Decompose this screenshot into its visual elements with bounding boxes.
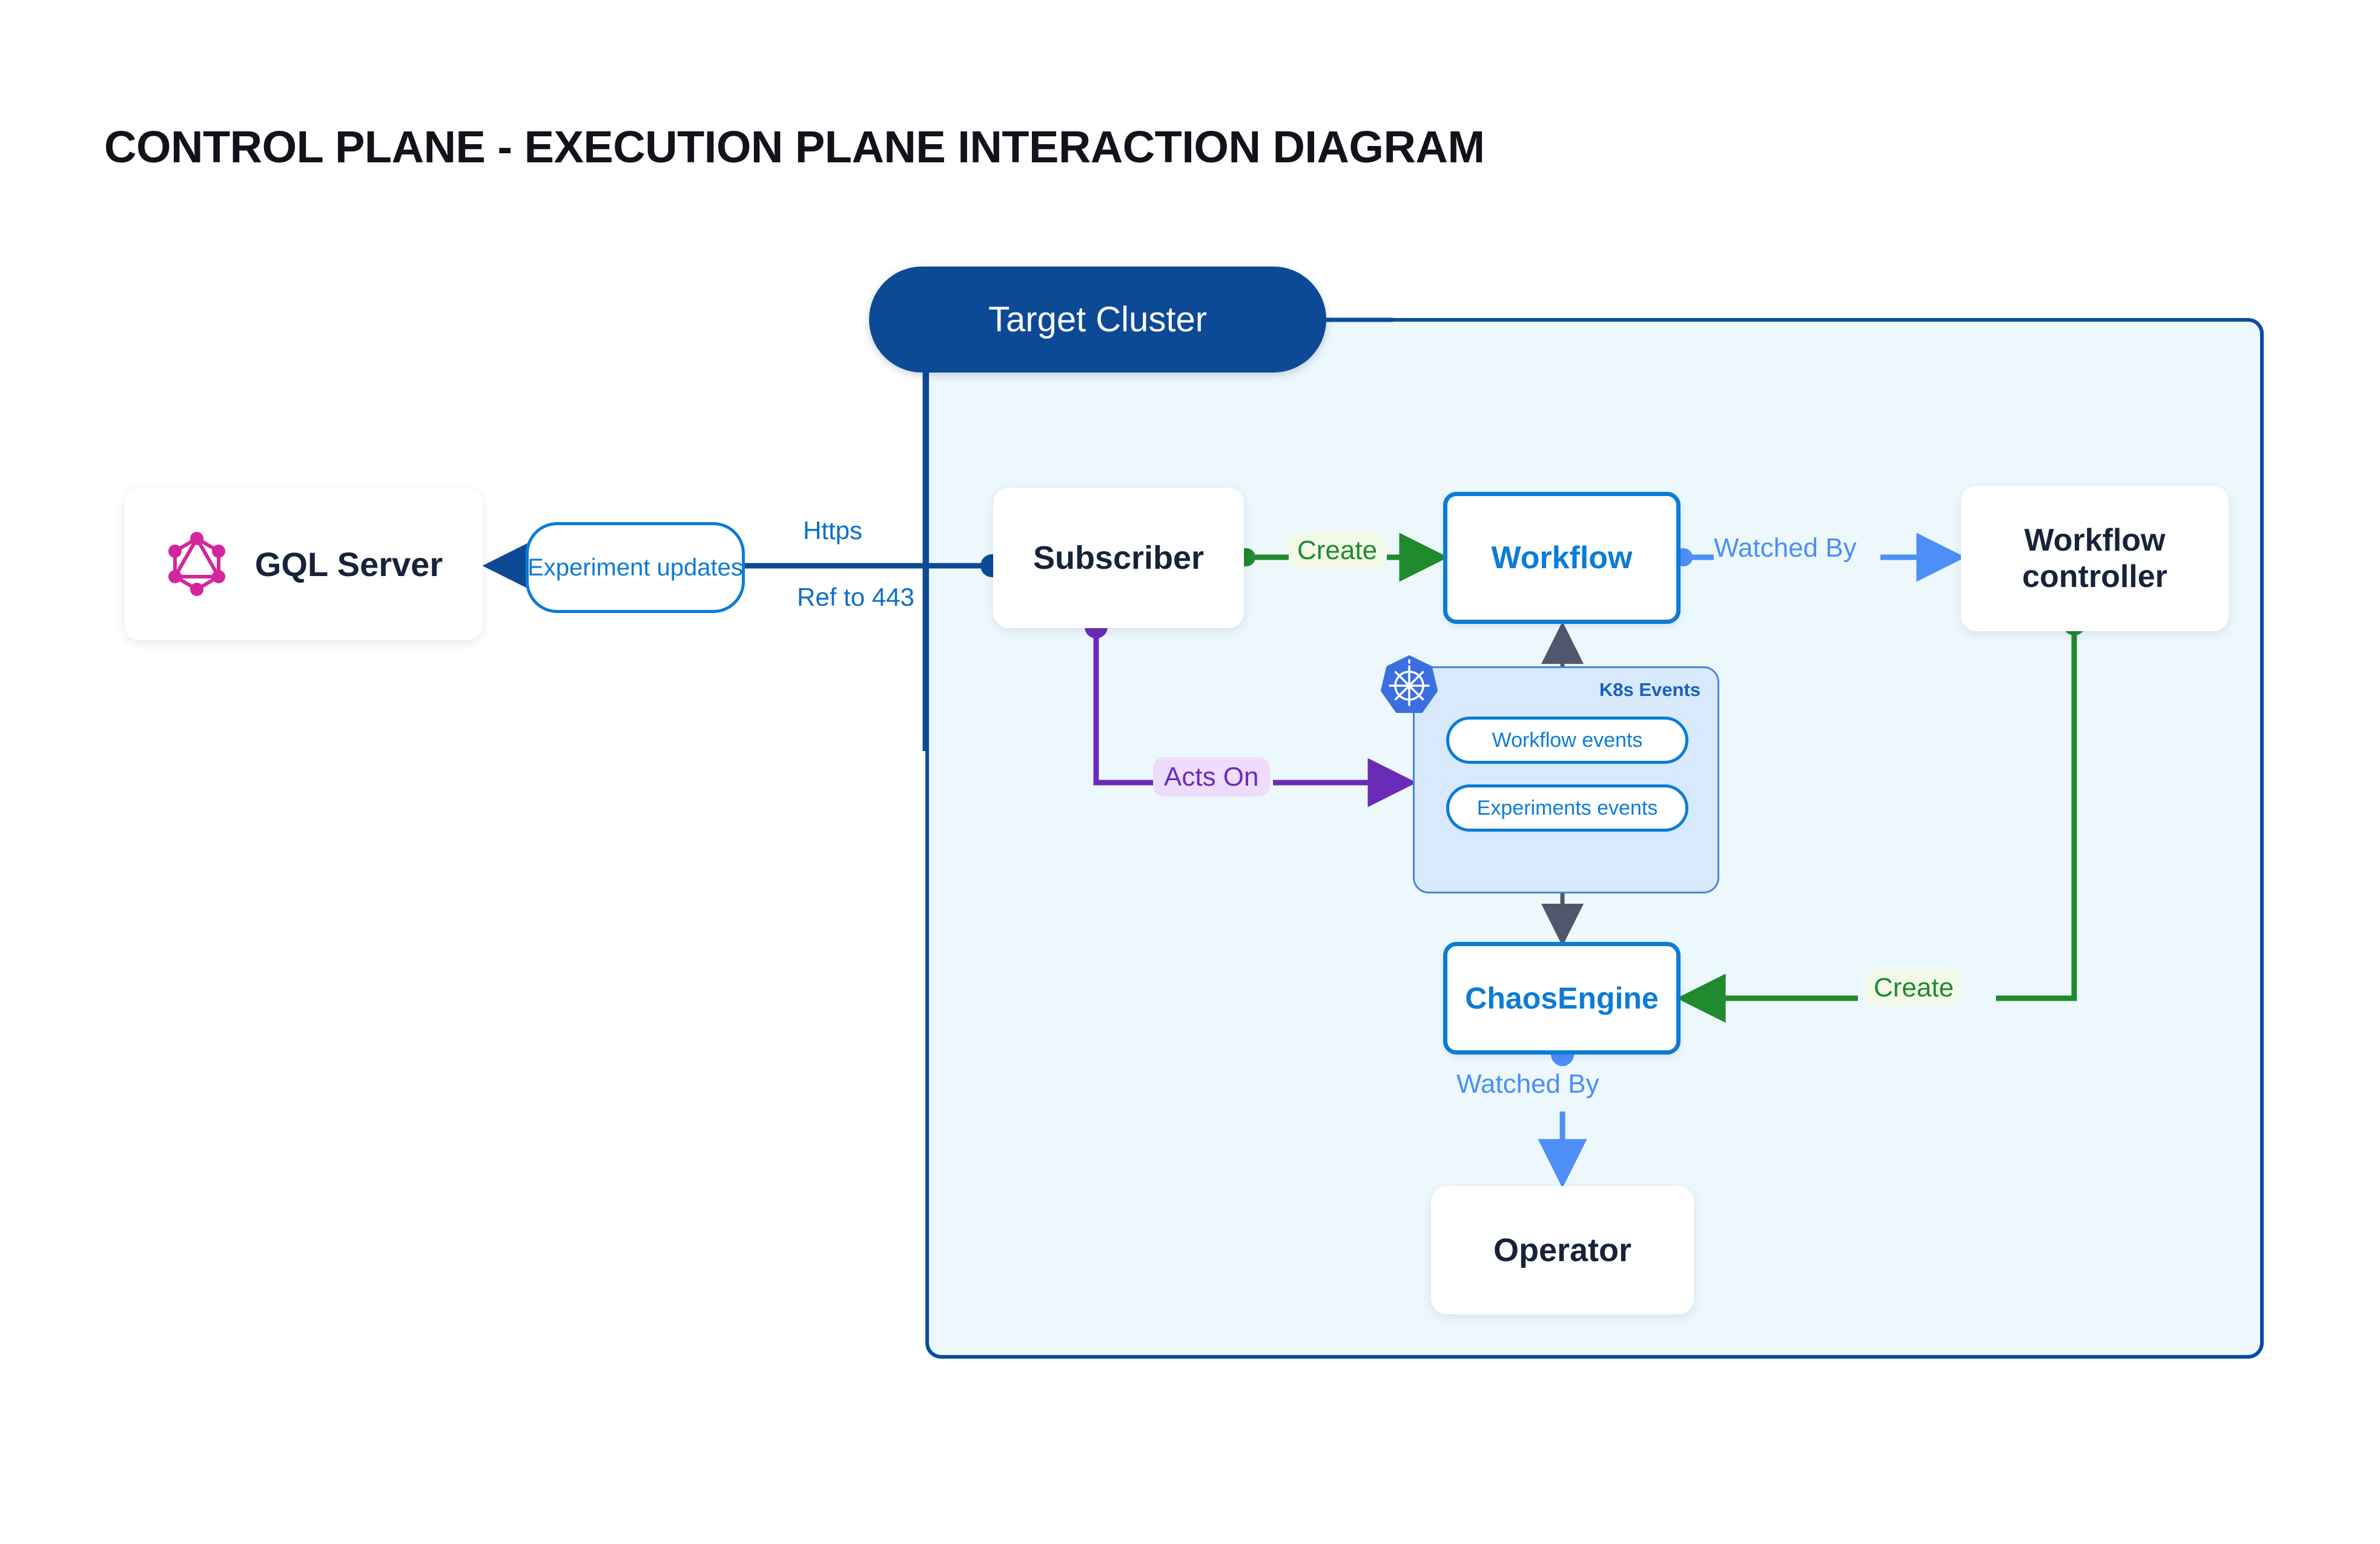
k8s-events-panel-title: K8s Events (1599, 679, 1701, 700)
edge-label-experiment-updates: Experiment updates (526, 522, 745, 613)
node-gql-server[interactable]: GQL Server (124, 488, 483, 640)
edge-label-create-chaosengine: Create (1865, 969, 1963, 1007)
node-chaos-engine[interactable]: ChaosEngine (1443, 942, 1681, 1055)
node-workflow[interactable]: Workflow (1443, 492, 1681, 624)
k8s-event-pill-experiments-events-label: Experiments events (1476, 796, 1658, 820)
node-workflow-controller-label: Workflow controller (2022, 522, 2167, 594)
node-workflow-label: Workflow (1491, 540, 1633, 575)
k8s-events-panel: K8s Events Workflow events Experiments e… (1413, 666, 1719, 893)
edge-label-watched-by-controller: Watched By (1714, 533, 1857, 563)
k8s-event-pill-workflow-events[interactable]: Workflow events (1446, 717, 1688, 764)
node-operator[interactable]: Operator (1431, 1186, 1694, 1314)
node-subscriber-label: Subscriber (1033, 540, 1205, 576)
target-cluster-header[interactable]: Target Cluster (869, 267, 1326, 373)
page-title: CONTROL PLANE - EXECUTION PLANE INTERACT… (104, 122, 1485, 172)
k8s-event-pill-workflow-events-label: Workflow events (1492, 728, 1643, 752)
target-cluster-label: Target Cluster (988, 300, 1208, 339)
node-subscriber[interactable]: Subscriber (993, 488, 1244, 628)
node-operator-label: Operator (1493, 1232, 1632, 1268)
edge-label-ref-to-443: Ref to 443 (797, 583, 914, 611)
node-workflow-controller[interactable]: Workflow controller (1961, 486, 2229, 631)
edge-label-acts-on: Acts On (1153, 757, 1270, 797)
graphql-icon (164, 530, 230, 598)
edge-label-https: Https (803, 516, 863, 545)
node-gql-server-label: GQL Server (254, 545, 443, 583)
edge-label-watched-by-operator: Watched By (1456, 1069, 1599, 1099)
edge-label-create-workflow: Create (1289, 532, 1386, 569)
node-chaos-engine-label: ChaosEngine (1465, 981, 1659, 1015)
k8s-event-pill-experiments-events[interactable]: Experiments events (1446, 784, 1688, 832)
kubernetes-icon (1379, 655, 1440, 716)
